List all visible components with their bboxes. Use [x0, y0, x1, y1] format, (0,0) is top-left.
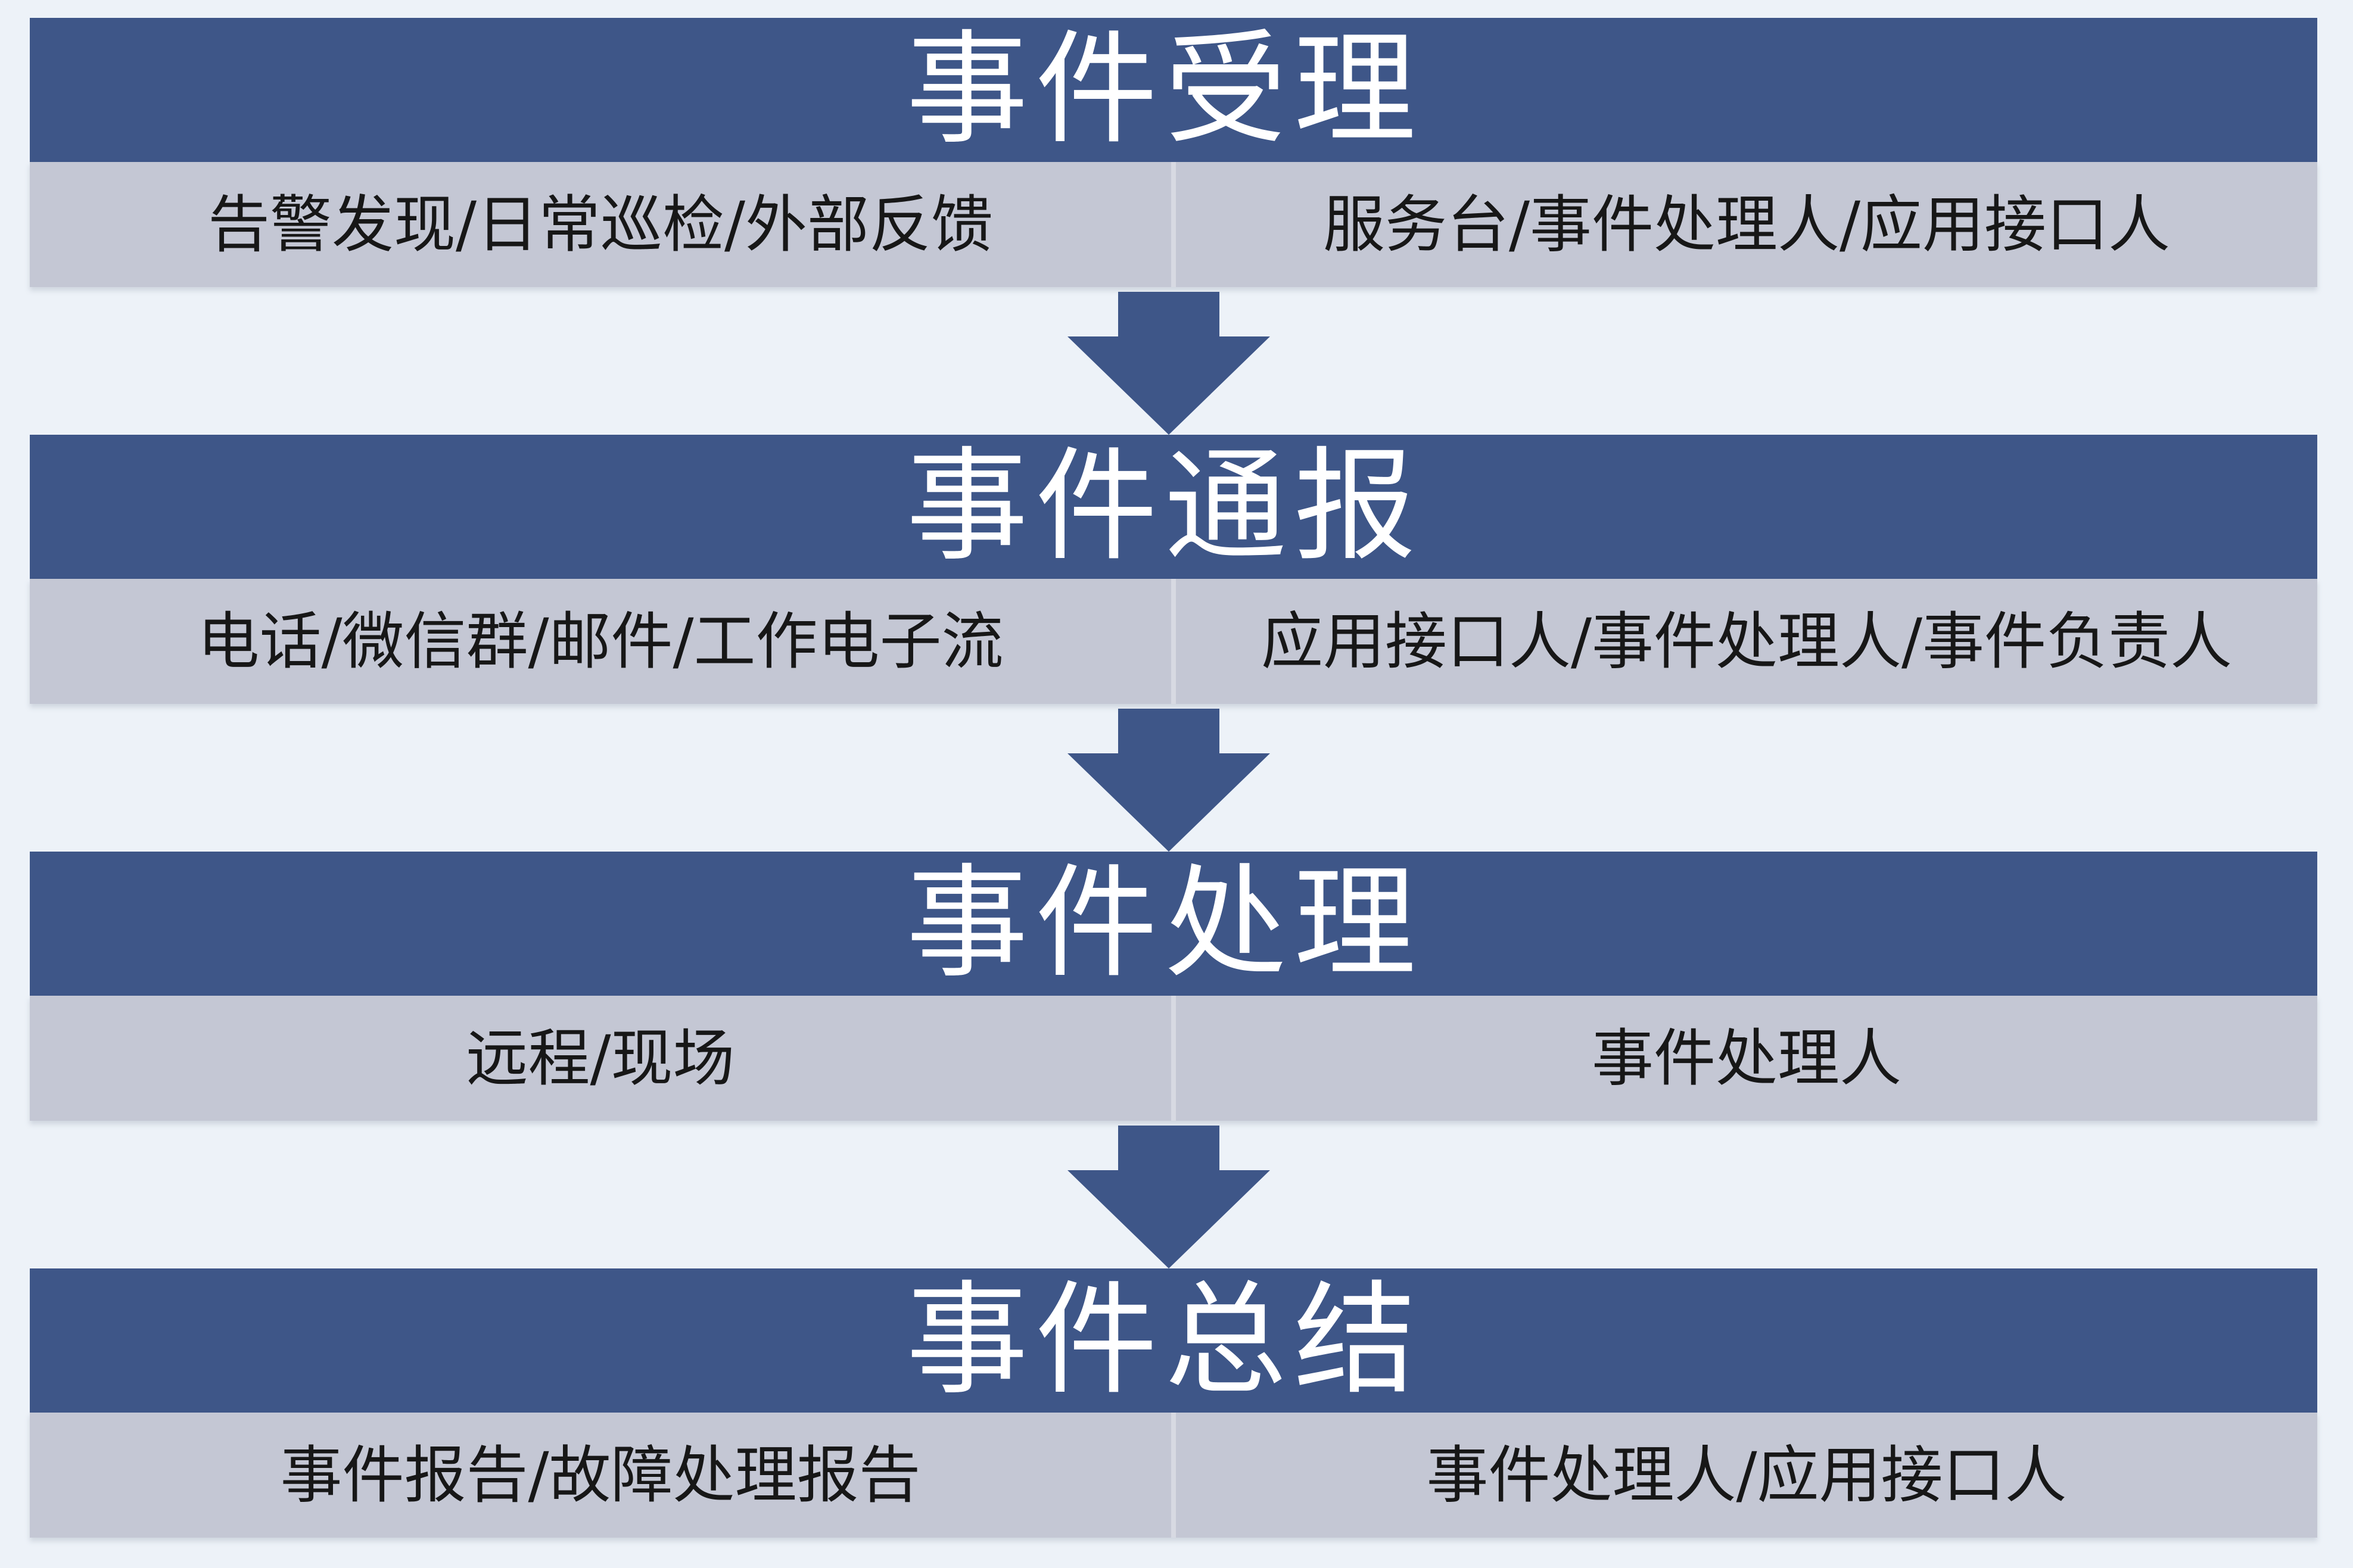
stage-details: 事件报告/故障处理报告 事件处理人/应用接口人: [30, 1413, 2317, 1538]
stage-divider: [1171, 162, 1176, 287]
stage-title: 事件受理: [906, 18, 1423, 161]
stage-header: 事件处理: [30, 852, 2317, 996]
stage-header: 事件总结: [30, 1268, 2317, 1413]
stage-right-detail: 事件处理人: [1591, 1022, 1901, 1095]
down-arrow-icon: [1067, 709, 1270, 852]
stage-right-detail: 服务台/事件处理人/应用接口人: [1322, 188, 2171, 261]
down-arrow-icon: [1067, 1126, 1270, 1268]
stage-left-detail: 事件报告/故障处理报告: [280, 1439, 921, 1511]
stage-divider: [1171, 1413, 1176, 1538]
stage-intake: 事件受理 告警发现/日常巡检/外部反馈 服务台/事件处理人/应用接口人: [30, 18, 2317, 287]
stage-left-detail: 电话/微信群/邮件/工作电子流: [197, 605, 1004, 678]
stage-title: 事件处理: [906, 852, 1423, 995]
stage-divider: [1171, 579, 1176, 704]
stage-title: 事件总结: [906, 1269, 1423, 1411]
stage-right-detail: 事件处理人/应用接口人: [1426, 1439, 2067, 1511]
stage-left-detail: 远程/现场: [466, 1022, 735, 1095]
stage-summary: 事件总结 事件报告/故障处理报告 事件处理人/应用接口人: [30, 1268, 2317, 1538]
stage-header: 事件受理: [30, 18, 2317, 162]
stage-processing: 事件处理 远程/现场 事件处理人: [30, 852, 2317, 1121]
down-arrow-icon: [1067, 292, 1270, 435]
stage-left-detail: 告警发现/日常巡检/外部反馈: [207, 188, 994, 261]
stage-notification: 事件通报 电话/微信群/邮件/工作电子流 应用接口人/事件处理人/事件负责人: [30, 435, 2317, 704]
stage-divider: [1171, 996, 1176, 1121]
stage-details: 远程/现场 事件处理人: [30, 996, 2317, 1121]
stage-right-detail: 应用接口人/事件处理人/事件负责人: [1260, 605, 2233, 678]
stage-header: 事件通报: [30, 435, 2317, 579]
stage-details: 告警发现/日常巡检/外部反馈 服务台/事件处理人/应用接口人: [30, 162, 2317, 287]
stage-details: 电话/微信群/邮件/工作电子流 应用接口人/事件处理人/事件负责人: [30, 579, 2317, 704]
stage-title: 事件通报: [906, 435, 1423, 578]
